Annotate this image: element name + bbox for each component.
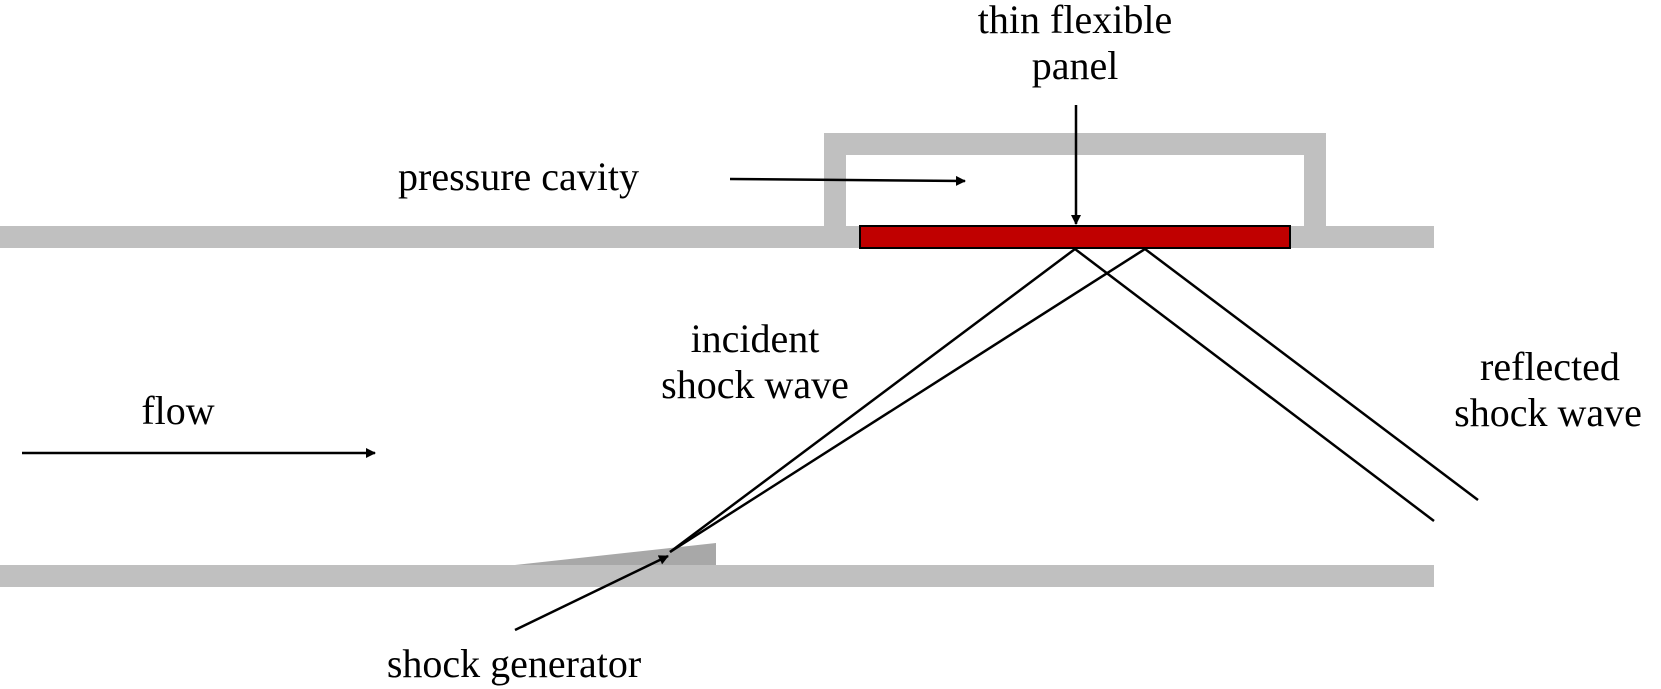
- flexible-panel: [859, 225, 1291, 249]
- incident-shock-line-1: [669, 247, 1076, 554]
- upper-wall-right: [1290, 226, 1434, 248]
- pressure-cavity-label: pressure cavity: [398, 154, 639, 199]
- reflected-label-line2: shock wave: [1454, 390, 1642, 435]
- incident-label-line1: incident: [691, 316, 820, 361]
- lower-wall: [0, 565, 1434, 587]
- shock-generator-wedge: [515, 543, 716, 565]
- flow-label: flow: [141, 388, 214, 433]
- incident-label-line2: shock wave: [661, 362, 849, 407]
- panel-label-line1: thin flexible: [978, 0, 1172, 42]
- reflected-shock-line-2: [1144, 248, 1479, 501]
- reflected-label-line1: reflected: [1480, 344, 1620, 389]
- incident-shock-line-2: [669, 247, 1146, 554]
- panel-label-line2: panel: [1032, 43, 1119, 88]
- shock-generator-label: shock generator: [387, 641, 641, 686]
- upper-wall-left: [0, 226, 860, 248]
- reflected-shock-line-1: [1074, 248, 1435, 522]
- shock-generator-arrow: [514, 554, 669, 632]
- pressure-cavity-arrow: [729, 175, 966, 186]
